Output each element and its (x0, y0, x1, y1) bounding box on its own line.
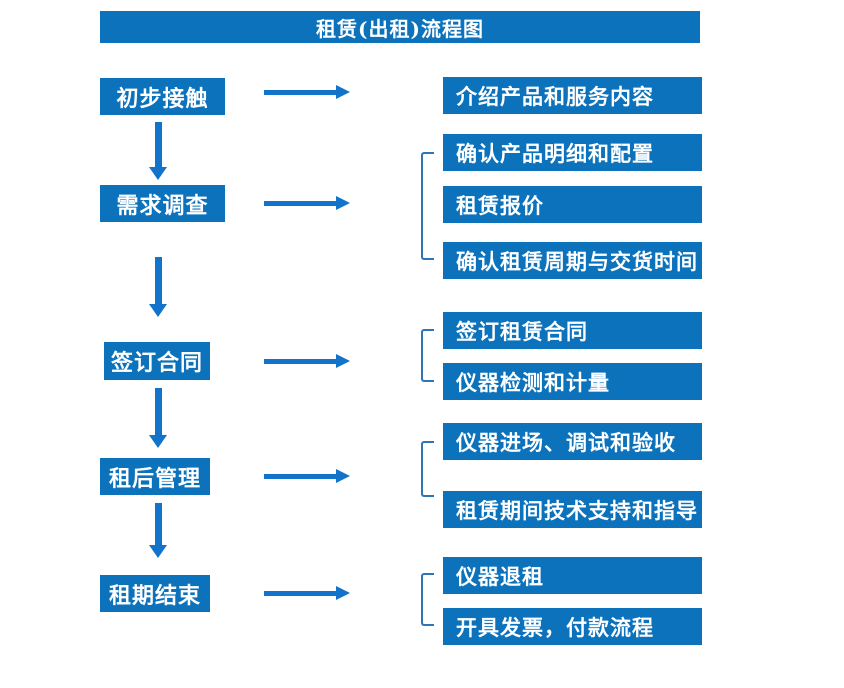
stage-box-needs-survey: 需求调查 (100, 185, 225, 222)
group-bracket (421, 441, 434, 497)
right-arrow-icon (264, 469, 350, 483)
group-bracket (421, 329, 434, 382)
arrow-shaft (154, 257, 162, 304)
detail-box-invoice-payment-process: 开具发票，付款流程 (443, 608, 702, 645)
stage-box-sign-contract: 签订合同 (104, 342, 210, 380)
arrow-head (336, 586, 350, 600)
arrow-shaft (264, 358, 336, 364)
group-bracket (421, 152, 434, 260)
detail-box-confirm-product-details: 确认产品明细和配置 (443, 134, 702, 171)
right-arrow-icon (264, 586, 350, 600)
detail-box-sign-rental-contract: 签订租赁合同 (443, 312, 702, 349)
detail-box-instrument-testing-calibration: 仪器检测和计量 (443, 363, 702, 400)
stage-box-initial-contact: 初步接触 (100, 78, 225, 115)
detail-box-confirm-rental-period-delivery: 确认租赁周期与交货时间 (443, 242, 702, 279)
arrow-shaft (154, 388, 162, 435)
down-arrow-icon (149, 122, 167, 180)
down-arrow-icon (149, 388, 167, 448)
right-arrow-icon (264, 85, 350, 99)
arrow-head (149, 304, 167, 317)
arrow-shaft (264, 200, 336, 206)
arrow-head (149, 545, 167, 558)
detail-box-instrument-setup-acceptance: 仪器进场、调试和验收 (443, 423, 702, 460)
arrow-shaft (154, 122, 162, 167)
arrow-shaft (264, 89, 336, 95)
arrow-shaft (264, 590, 336, 596)
arrow-head (336, 85, 350, 99)
arrow-head (336, 196, 350, 210)
stage-box-post-rental-management: 租后管理 (100, 458, 210, 495)
arrow-head (149, 167, 167, 180)
detail-box-instrument-return: 仪器退租 (443, 557, 702, 594)
stage-box-rental-end: 租期结束 (100, 575, 210, 612)
arrow-shaft (154, 503, 162, 545)
detail-box-introduce-products-services: 介绍产品和服务内容 (443, 77, 702, 114)
group-bracket (421, 573, 434, 626)
detail-box-rental-quotation: 租赁报价 (443, 186, 702, 223)
down-arrow-icon (149, 503, 167, 558)
down-arrow-icon (149, 257, 167, 317)
arrow-head (336, 354, 350, 368)
detail-box-technical-support-guidance: 租赁期间技术支持和指导 (443, 491, 702, 528)
right-arrow-icon (264, 196, 350, 210)
flowchart-title: 租赁(出租)流程图 (100, 11, 700, 43)
right-arrow-icon (264, 354, 350, 368)
arrow-head (149, 435, 167, 448)
arrow-shaft (264, 473, 336, 479)
arrow-head (336, 469, 350, 483)
